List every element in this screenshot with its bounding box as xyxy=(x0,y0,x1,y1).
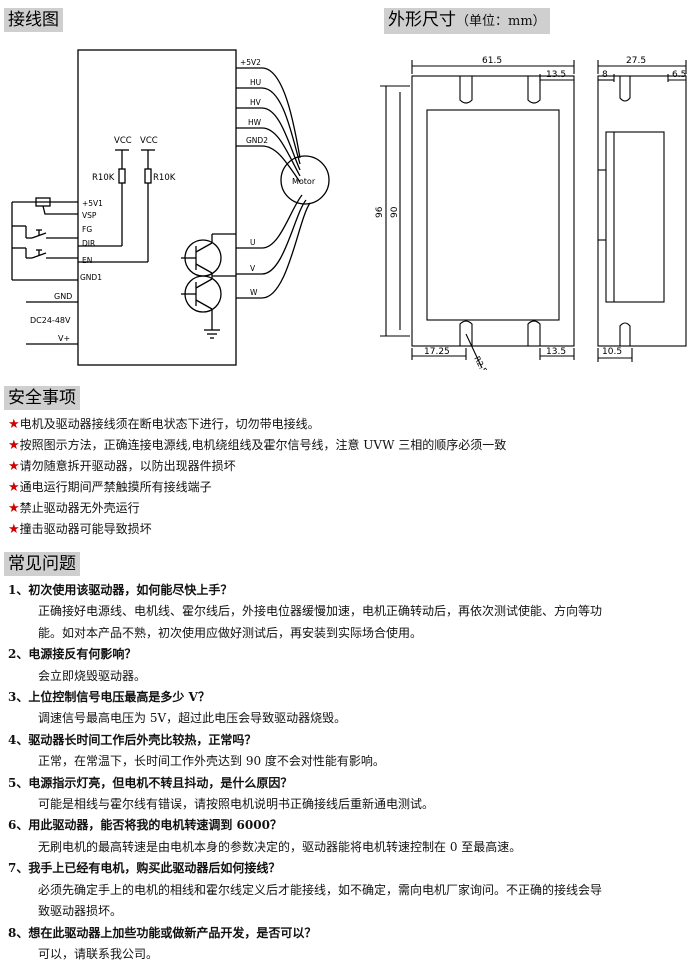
faq-question: 5、电源指示灯亮，但电机不转且抖动，是什么原因？ xyxy=(8,775,293,790)
vcc-label-1: VCC xyxy=(114,136,132,146)
motor-symbol xyxy=(280,155,330,205)
faq-answer: 能。如对本产品不熟，初次使用应做好测试后，再安装到实际场合使用。 xyxy=(38,625,423,640)
dim-height-outer: 96 xyxy=(375,206,385,218)
faq-answer: 可以，请联系我公司。 xyxy=(38,946,159,961)
faq-answer: 正确接好电源线、电机线、霍尔线后，外接电位器缓慢加速，电机正确转动后，再依次测试… xyxy=(38,604,603,619)
faq-question: 4、驱动器长时间工作后外壳比较热，正常吗？ xyxy=(8,732,257,747)
safety-item: ★撞击驱动器可能导致损坏 xyxy=(8,522,152,537)
pin-gnd1: GND1 xyxy=(80,273,102,282)
safety-title: 安全事项 xyxy=(4,386,80,410)
wiring-diagram-title: 接线图 xyxy=(4,8,63,32)
vplus-label: V+ xyxy=(58,334,70,343)
faq-question: 8、想在此驱动器上加些功能或做新产品开发，是否可以？ xyxy=(8,925,317,940)
safety-item: ★电机及驱动器接线须在断电状态下进行，切勿带电接线。 xyxy=(8,417,320,432)
faq-answer: 无刷电机的最高转速是由电机本身的参数决定的，驱动器能将电机转速控制在 0 至最高… xyxy=(38,839,522,854)
safety-list: ★电机及驱动器接线须在断电状态下进行，切勿带电接线。 ★按照图示方法，正确连接电… xyxy=(8,414,694,540)
dim-bottom-left: 17.25 xyxy=(424,347,450,357)
vcc-label-2: VCC xyxy=(140,136,158,146)
faq-answer: 可能是相线与霍尔线有错误，请按照电机说明书正确接线后重新通电测试。 xyxy=(38,797,435,812)
faq-answer: 调速信号最高电压为 5V，超过此电压会导致驱动器烧毁。 xyxy=(38,711,347,726)
pin-hw: HW xyxy=(248,118,262,127)
faq-question: 2、电源接反有何影响？ xyxy=(8,647,137,662)
dim-slot: 13.5 xyxy=(546,70,566,80)
resistor-label-2: R10K xyxy=(153,173,176,183)
faq-answer: 必须先确定手上的电机的相线和霍尔线定义后才能接线，如不确定，需向电机厂家询问。不… xyxy=(38,882,603,897)
dim-side-width: 27.5 xyxy=(626,56,646,66)
faq-list: 1、初次使用该驱动器，如何能尽快上手？ 正确接好电源线、电机线、霍尔线后，外接电… xyxy=(8,580,694,965)
safety-item: ★按照图示方法，正确连接电源线,电机绕组线及霍尔信号线，注意 UVW 三相的顺序… xyxy=(8,438,507,453)
pin-vsp: VSP xyxy=(82,211,97,220)
dim-side-bottom: 10.5 xyxy=(602,347,622,357)
star-icon: ★ xyxy=(8,459,20,474)
dim-side-right: 6.5 xyxy=(672,70,686,80)
pin-v: V xyxy=(250,264,256,273)
resistor-label-1: R10K xyxy=(92,173,115,183)
faq-answer: 致驱动器损坏。 xyxy=(38,904,123,919)
pin-hu: HU xyxy=(250,78,261,87)
wiring-diagram: VCC VCC R10K R10K Motor +5V2 HU HV HW GN… xyxy=(11,49,330,366)
safety-item: ★禁止驱动器无外壳运行 xyxy=(8,501,140,516)
star-icon: ★ xyxy=(8,438,20,453)
pin-dir: DIR xyxy=(82,239,95,248)
safety-item: ★通电运行期间严禁触摸所有接线端子 xyxy=(8,480,212,495)
star-icon: ★ xyxy=(8,522,20,537)
dim-height-inner: 90 xyxy=(390,206,400,218)
driver-body xyxy=(77,49,237,366)
gnd-label: GND xyxy=(54,292,72,301)
safety-item: ★请勿随意拆开驱动器，以防出现器件损坏 xyxy=(8,459,236,474)
dimension-drawing: 61.5 13.5 96 90 17.25 13.5 R2.5 27.5 8 6… xyxy=(375,56,687,370)
faq-question: 1、初次使用该驱动器，如何能尽快上手？ xyxy=(8,583,233,597)
dim-side-left: 8 xyxy=(602,70,608,80)
star-icon: ★ xyxy=(8,501,20,516)
faq-answer: 正常，在常温下，长时间工作外壳达到 90 度不会对性能有影响。 xyxy=(38,754,385,769)
faq-question: 3、上位控制信号电压最高是多少 V？ xyxy=(8,690,210,705)
star-icon: ★ xyxy=(8,417,20,432)
pin-gnd2: GND2 xyxy=(246,136,268,145)
faq-title: 常见问题 xyxy=(4,552,80,576)
motor-label: Motor xyxy=(292,177,316,186)
supply-label: DC24-48V xyxy=(30,316,71,325)
dimensions-title: 外形尺寸（单位：mm） xyxy=(384,8,550,34)
pin-u: U xyxy=(250,238,256,247)
pin-5v1: +5V1 xyxy=(82,199,103,208)
dim-radius: R2.5 xyxy=(472,355,489,370)
star-icon: ★ xyxy=(8,480,20,495)
faq-question: 6、用此驱动器，能否将我的电机转速调到 6000？ xyxy=(8,818,282,833)
pin-en: EN xyxy=(82,256,92,265)
faq-answer: 会立即烧毁驱动器。 xyxy=(38,668,147,683)
pin-5v2: +5V2 xyxy=(240,58,261,67)
pin-fg: FG xyxy=(82,225,92,234)
faq-question: 7、我手上已经有电机，购买此驱动器后如何接线？ xyxy=(8,861,281,876)
dim-width: 61.5 xyxy=(482,56,502,66)
dimensions-title-text: 外形尺寸 xyxy=(388,10,456,30)
pin-hv: HV xyxy=(250,98,262,107)
pin-w: W xyxy=(250,288,258,297)
dimensions-unit: （单位：mm） xyxy=(456,14,546,29)
dim-bottom-slot: 13.5 xyxy=(546,347,566,357)
